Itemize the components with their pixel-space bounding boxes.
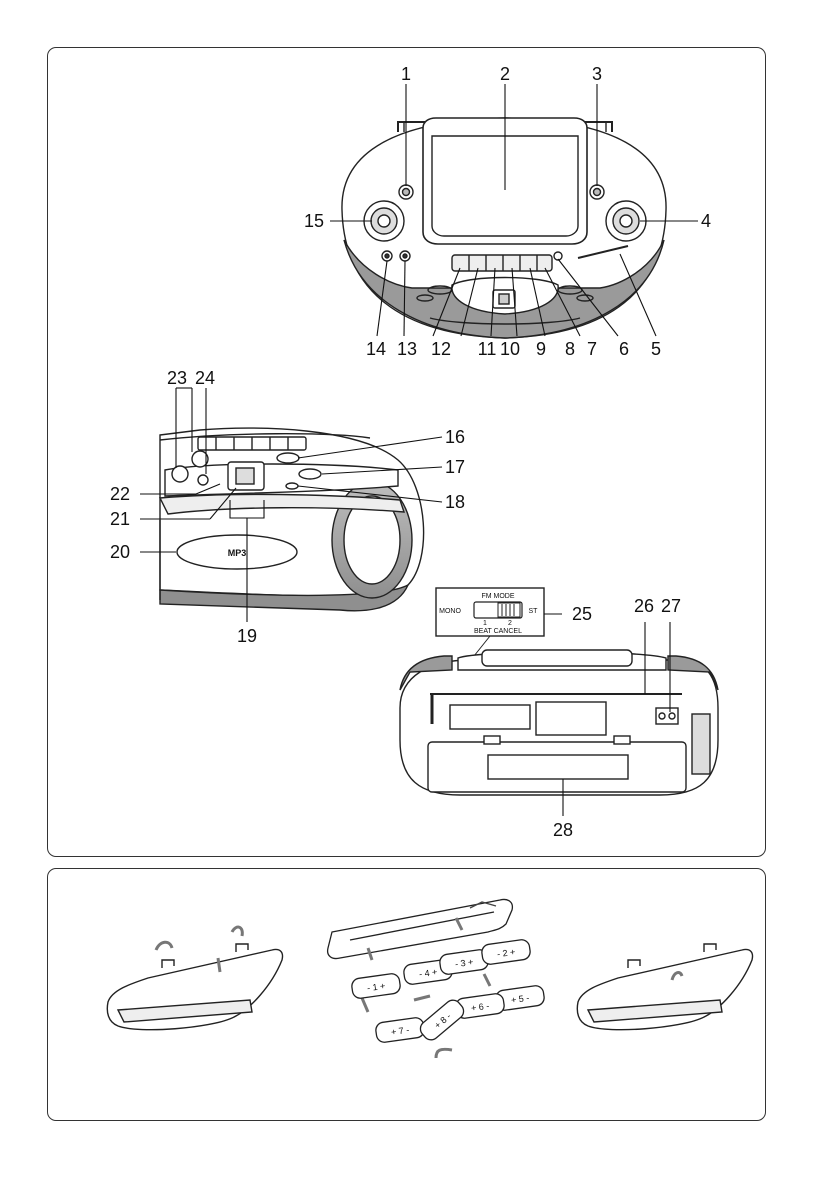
callout-21: 21	[110, 509, 130, 529]
callout-27: 27	[661, 596, 681, 616]
callout-18: 18	[445, 492, 465, 512]
callout-12: 12	[431, 339, 451, 359]
callout-1: 1	[401, 64, 411, 84]
mp3-badge: MP3	[228, 548, 247, 558]
callout-24: 24	[195, 368, 215, 388]
callout-4: 4	[701, 211, 711, 231]
front-view-illustration	[342, 118, 666, 338]
callout-11: 11	[478, 339, 497, 359]
callout-13: 13	[397, 339, 417, 359]
callout-16: 16	[445, 427, 465, 447]
callout-25: 25	[572, 604, 592, 624]
callout-8: 8	[565, 339, 575, 359]
battery-insertion-illustration	[328, 899, 546, 1058]
callout-2: 2	[500, 64, 510, 84]
callout-9: 9	[536, 339, 546, 359]
fm-mode-pos2-label: 2	[508, 620, 512, 627]
callout-23: 23	[167, 368, 187, 388]
callout-14: 14	[366, 339, 386, 359]
callout-3: 3	[592, 64, 602, 84]
battery-cover-remove-illustration	[107, 927, 282, 1030]
callout-5: 5	[651, 339, 661, 359]
fm-mode-right-label: ST	[529, 608, 539, 615]
callout-6: 6	[619, 339, 629, 359]
fm-mode-pos1-label: 1	[483, 620, 487, 627]
callout-10: 10	[500, 339, 520, 359]
callout-15: 15	[304, 211, 324, 231]
callout-26: 26	[634, 596, 654, 616]
callout-7: 7	[587, 339, 597, 359]
battery-cover-replace-illustration	[577, 944, 752, 1030]
callout-19: 19	[237, 626, 257, 646]
fm-mode-bottom-label: BEAT CANCEL	[474, 628, 522, 635]
callout-22: 22	[110, 484, 130, 504]
callout-28: 28	[553, 820, 573, 840]
fm-mode-title: FM MODE	[481, 593, 514, 600]
callout-20: 20	[110, 542, 130, 562]
callout-17: 17	[445, 457, 465, 477]
fm-mode-left-label: MONO	[439, 608, 461, 615]
